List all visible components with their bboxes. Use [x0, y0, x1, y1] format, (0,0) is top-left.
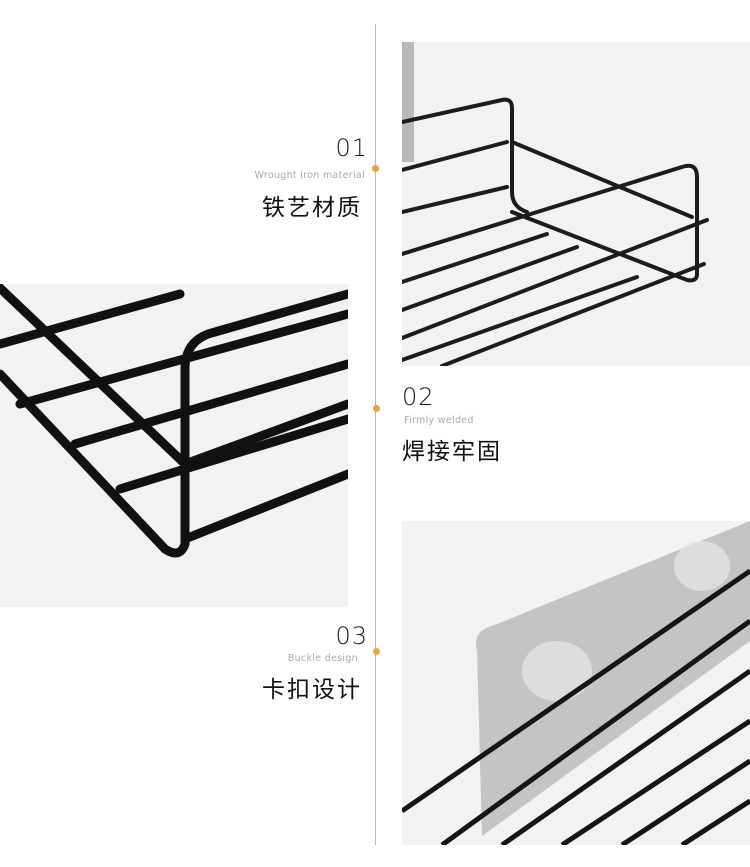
feature-3-number: 03 — [335, 622, 368, 650]
feature-3-chinese: 卡扣设计 — [262, 677, 362, 703]
buckle-plate-photo — [402, 521, 750, 845]
shelf-corner-photo — [402, 42, 750, 366]
feature-2-number: 02 — [402, 383, 435, 411]
feature-1-number: 01 — [335, 134, 368, 162]
feature-2-english: Firmly welded — [404, 415, 474, 426]
timeline-line — [375, 24, 376, 845]
timeline-dot-2 — [373, 405, 380, 412]
timeline-dot-1 — [372, 165, 379, 172]
feature-1-english: Wrought iron material — [254, 170, 365, 181]
weld-closeup-photo — [0, 284, 348, 607]
feature-3-english: Buckle design — [287, 653, 358, 664]
timeline-dot-3 — [373, 648, 380, 655]
feature-2-chinese: 焊接牢固 — [402, 439, 502, 465]
feature-1-chinese: 铁艺材质 — [262, 195, 362, 221]
